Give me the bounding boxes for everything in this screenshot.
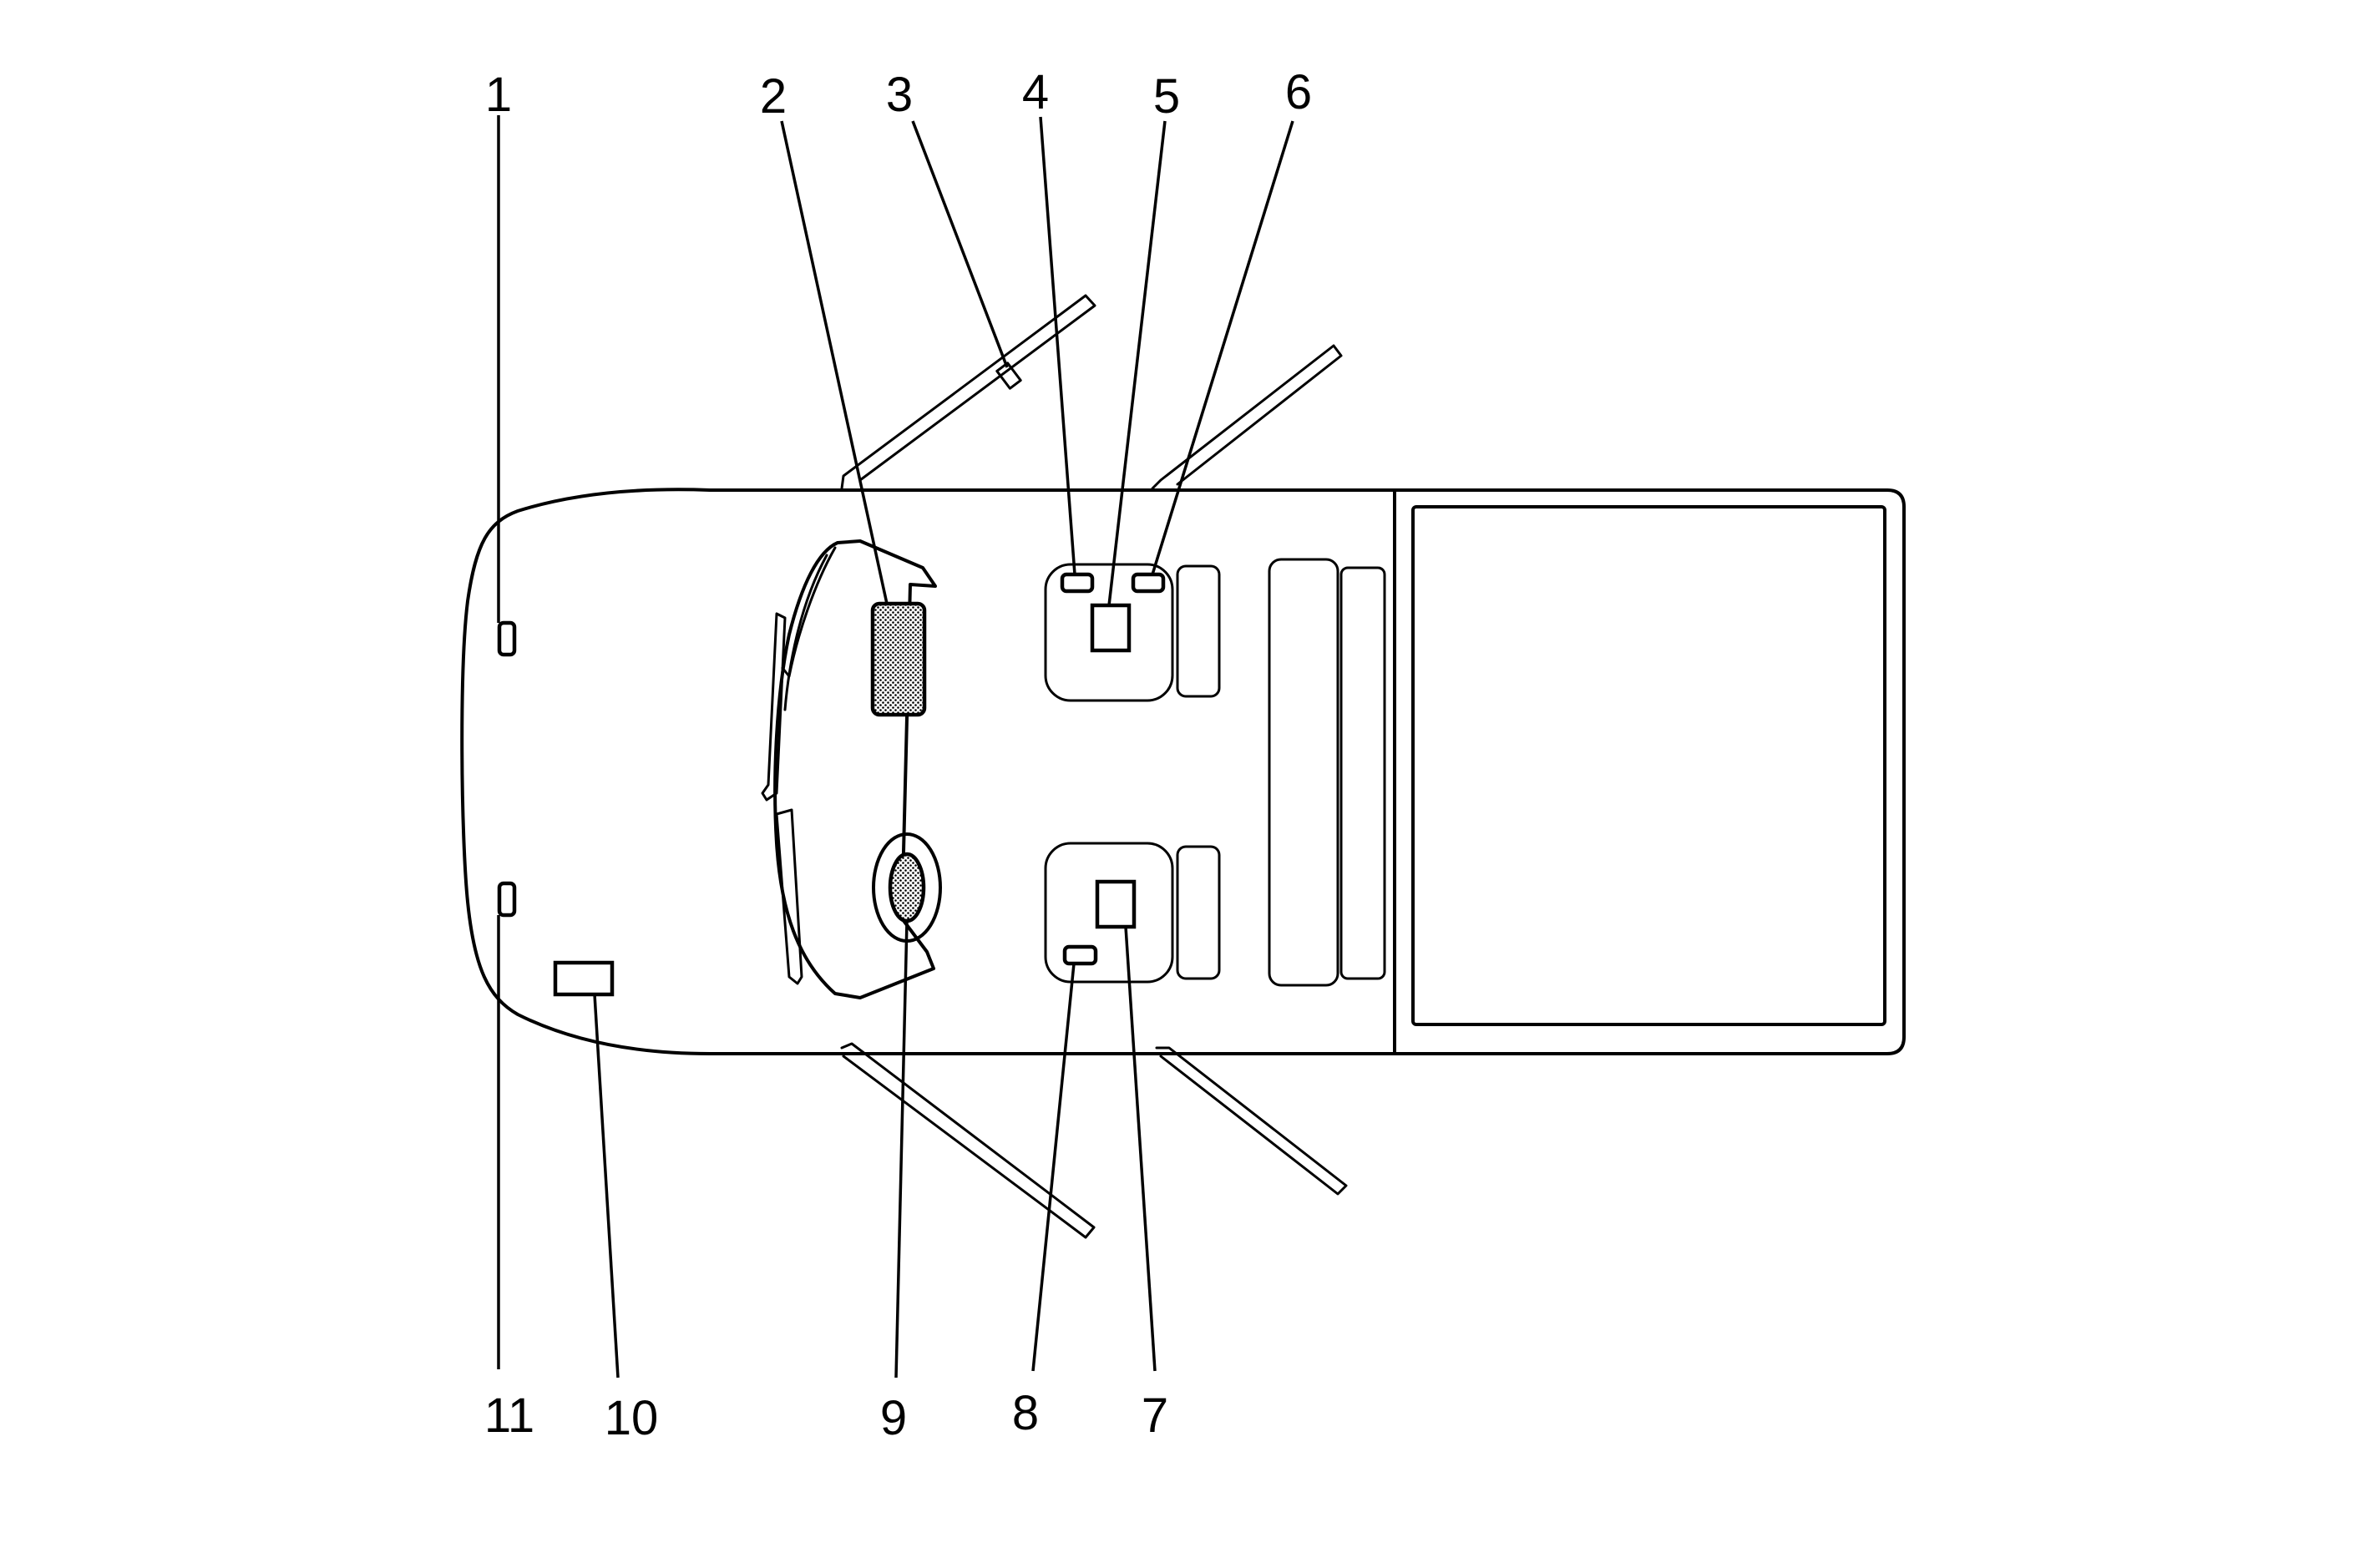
rear-bench-right	[1339, 566, 1386, 980]
passenger-seat-cushion	[1044, 842, 1174, 984]
leader-8	[1031, 963, 1076, 1372]
driver-seat-cushion	[1044, 563, 1174, 702]
callout-1: 1	[485, 68, 512, 122]
mirror-rear-left	[1151, 344, 1343, 490]
component-1	[497, 620, 517, 657]
leader-4	[1039, 116, 1076, 575]
driver-seat-back	[1176, 564, 1221, 698]
passenger-seat-back	[1176, 845, 1221, 980]
leader-6	[1151, 120, 1294, 575]
mirror-module	[995, 362, 1022, 390]
leader-3	[911, 120, 1009, 368]
component-4	[1060, 572, 1095, 594]
callout-6: 6	[1285, 65, 1312, 119]
component-2	[870, 601, 927, 717]
cargo-box-outline	[1393, 488, 1906, 1055]
cargo-box-inner	[1411, 505, 1886, 1026]
leader-5	[1107, 120, 1167, 606]
callout-11: 11	[484, 1389, 534, 1443]
callout-5: 5	[1153, 69, 1180, 124]
component-7	[1095, 879, 1137, 929]
component-5	[1090, 603, 1132, 653]
cab-outline	[460, 488, 1396, 1055]
seats	[1044, 558, 1386, 987]
leader-lines	[497, 115, 1294, 1378]
leader-9	[894, 920, 909, 1378]
component-10	[553, 960, 615, 997]
leader-7	[1124, 926, 1157, 1372]
callout-8: 8	[1012, 1386, 1039, 1440]
mirror-front-left	[840, 294, 1096, 490]
component-8	[1062, 944, 1098, 966]
mirror-rear-right	[1155, 1046, 1348, 1196]
windshield-wiper-arm-1	[761, 612, 787, 802]
windshield-wiper-left	[781, 546, 837, 678]
dashboard	[761, 539, 937, 999]
component-9	[888, 852, 926, 923]
mirrors	[840, 294, 1348, 1239]
component-6	[1131, 572, 1166, 594]
dashboard-outline	[773, 539, 937, 999]
dash-curve-2	[783, 554, 828, 711]
leader-10	[593, 994, 620, 1378]
component-11	[497, 881, 517, 918]
components	[497, 572, 1166, 997]
callout-4: 4	[1022, 65, 1049, 119]
rear-bench-left	[1268, 558, 1339, 987]
vehicle-body	[460, 488, 1906, 1055]
callout-labels: 1 2 3 4 5 6 7 8 9 10 11	[484, 65, 1312, 1445]
callout-3: 3	[886, 68, 913, 122]
mirror-front-right	[840, 1042, 1096, 1239]
leader-2	[780, 120, 889, 604]
callout-9: 9	[880, 1391, 907, 1445]
windshield-wiper-arm-2	[775, 808, 803, 985]
callout-2: 2	[760, 69, 787, 124]
callout-7: 7	[1142, 1389, 1168, 1443]
callout-10: 10	[605, 1391, 659, 1445]
